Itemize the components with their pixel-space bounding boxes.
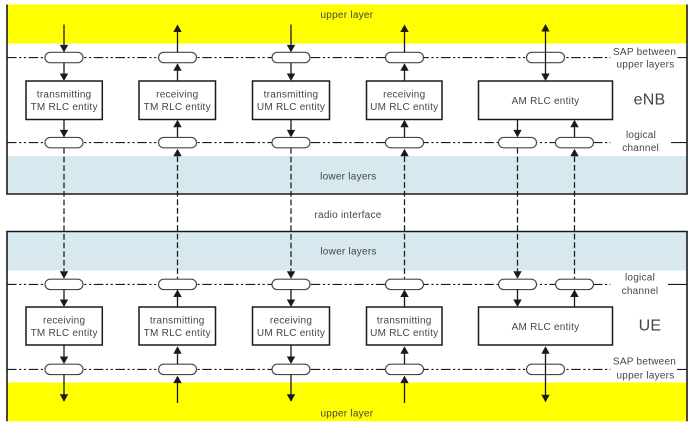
svg-text:channel: channel: [622, 143, 659, 154]
svg-text:TM RLC entity: TM RLC entity: [31, 102, 98, 113]
svg-text:AM RLC entity: AM RLC entity: [512, 322, 580, 333]
svg-text:transmitting: transmitting: [150, 315, 205, 326]
svg-text:receiving: receiving: [156, 89, 198, 100]
svg-text:upper layer: upper layer: [321, 10, 374, 21]
svg-text:TM RLC entity: TM RLC entity: [144, 328, 211, 339]
svg-text:UM RLC entity: UM RLC entity: [370, 102, 438, 113]
svg-text:TM RLC entity: TM RLC entity: [31, 328, 98, 339]
svg-text:logical: logical: [626, 130, 656, 141]
svg-text:UM RLC entity: UM RLC entity: [370, 328, 438, 339]
svg-text:upper layers: upper layers: [616, 370, 674, 381]
svg-text:transmitting: transmitting: [264, 89, 319, 100]
svg-text:receiving: receiving: [383, 89, 425, 100]
svg-text:transmitting: transmitting: [37, 89, 92, 100]
svg-text:logical: logical: [625, 273, 655, 284]
svg-text:receiving: receiving: [270, 315, 312, 326]
svg-text:SAP between: SAP between: [613, 47, 676, 58]
svg-text:eNB: eNB: [634, 92, 666, 109]
svg-text:upper layer: upper layer: [321, 408, 374, 419]
svg-text:radio interface: radio interface: [314, 210, 381, 221]
svg-text:UM RLC entity: UM RLC entity: [257, 102, 325, 113]
svg-text:receiving: receiving: [43, 315, 85, 326]
svg-text:UE: UE: [639, 318, 662, 335]
svg-text:TM RLC entity: TM RLC entity: [144, 102, 211, 113]
svg-text:AM RLC entity: AM RLC entity: [512, 96, 580, 107]
svg-text:transmitting: transmitting: [377, 315, 432, 326]
svg-text:UM RLC entity: UM RLC entity: [257, 328, 325, 339]
svg-text:channel: channel: [622, 286, 659, 297]
svg-text:SAP between: SAP between: [613, 356, 676, 367]
svg-text:lower layers: lower layers: [320, 171, 376, 182]
svg-text:lower layers: lower layers: [320, 246, 376, 257]
svg-text:upper layers: upper layers: [616, 60, 674, 71]
